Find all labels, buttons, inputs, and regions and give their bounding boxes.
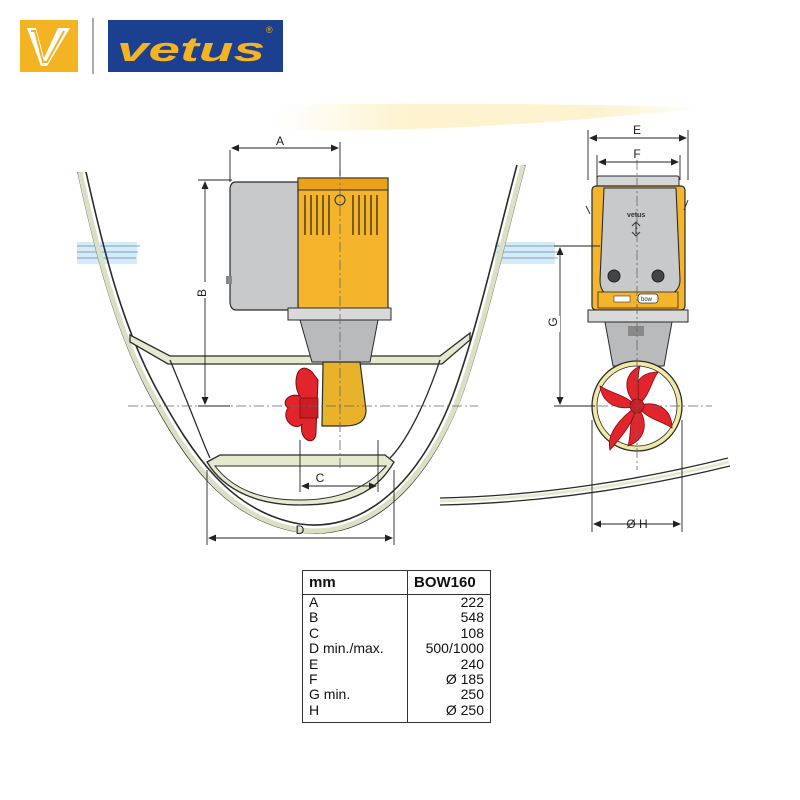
row-label: G min.	[309, 686, 351, 703]
terminal-right-icon	[651, 269, 665, 283]
row-label: H	[309, 701, 320, 718]
brand-wordmark: vetus	[117, 31, 265, 69]
row-label: E	[309, 655, 319, 672]
motor-housing	[297, 177, 389, 314]
hull-bottom-line	[439, 457, 731, 506]
table-row: C 108	[303, 624, 491, 642]
dim-label-f: F	[633, 147, 640, 161]
table-row: A 222	[303, 594, 491, 611]
row-value: 108	[407, 625, 491, 642]
table-row: B 548	[303, 609, 491, 626]
dim-label-a: A	[276, 134, 284, 148]
dim-label-e: E	[633, 123, 641, 137]
dim-label-b: B	[195, 289, 209, 297]
row-value: Ø 250	[407, 702, 491, 723]
vetus-logo: vetus ®	[20, 18, 283, 74]
dim-label-h: Ø H	[626, 517, 647, 531]
thruster-motor-side	[226, 177, 392, 442]
rotation-arrows-icon	[631, 221, 641, 237]
table-header-unit: mm	[302, 570, 408, 595]
row-value: 548	[407, 609, 491, 626]
row-label: B	[309, 609, 319, 626]
relay-box-bracket	[226, 276, 232, 284]
cooling-vents	[304, 195, 378, 235]
terminal-left-icon	[607, 269, 621, 283]
drive-leg	[321, 361, 367, 427]
row-label: D min./max.	[309, 640, 384, 657]
hull-frame-upper	[129, 331, 471, 365]
table-row: D min./max. 500/1000	[303, 640, 491, 657]
row-value: 240	[407, 656, 491, 673]
mounting-flange-front	[604, 321, 673, 367]
dimensions-table: mm BOW160 A 222 B 548 C 108 D min./max. 500/…	[302, 570, 491, 724]
motor-brand-badge: vetus	[627, 212, 645, 219]
wordmark-box	[108, 20, 283, 72]
registered-mark: ®	[266, 25, 273, 35]
row-value: 500/1000	[407, 640, 491, 657]
row-value: 250	[407, 687, 491, 703]
hull-cross-section	[77, 164, 526, 534]
decorative-wave	[275, 103, 710, 131]
motor-model-badge: bow	[641, 297, 653, 303]
water-level-left	[77, 242, 140, 264]
table-header-row: mm BOW160	[302, 570, 491, 595]
row-value: 222	[407, 594, 491, 611]
v-mark-box	[20, 20, 78, 72]
v-mark-icon	[27, 28, 70, 66]
row-label: A	[309, 594, 319, 610]
dim-label-d: D	[296, 523, 305, 537]
hull-frame-lower	[206, 454, 395, 506]
thruster-motor-front: vetus bow	[585, 175, 689, 452]
table-row: F Ø 185	[303, 671, 491, 688]
propeller-front-icon	[599, 365, 673, 451]
table-row: E 240	[303, 655, 491, 673]
table-header-model: BOW160	[407, 570, 491, 595]
row-value: Ø 185	[407, 671, 491, 688]
table-row: G min. 250	[303, 686, 491, 703]
row-label: F	[309, 671, 318, 688]
dim-label-g: G	[546, 317, 560, 326]
dim-label-c: C	[316, 471, 325, 485]
thrust-tunnel-left	[169, 359, 441, 459]
row-label: C	[309, 624, 320, 641]
mounting-flange	[299, 319, 379, 363]
table-row: H Ø 250	[303, 701, 491, 723]
water-level-right	[495, 242, 558, 264]
